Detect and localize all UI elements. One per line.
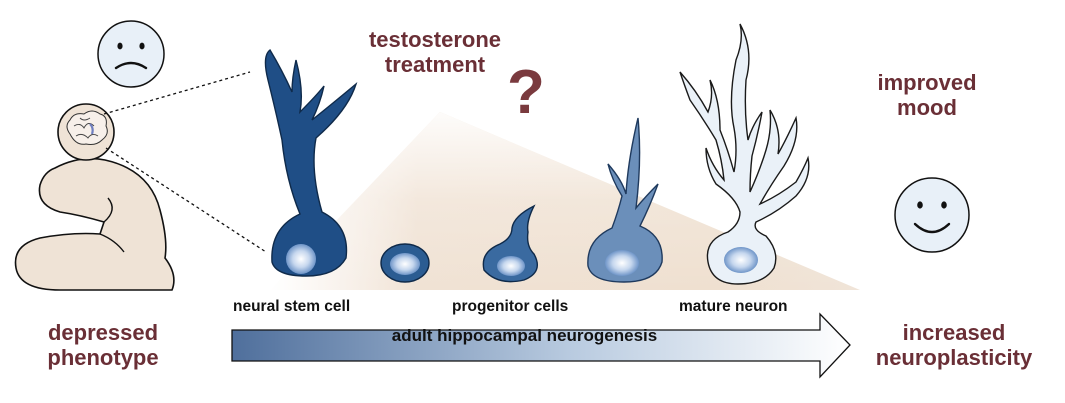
happy-face-icon <box>894 177 970 253</box>
improved-mood-line-2: mood <box>897 95 957 121</box>
neural-stem-cell-label: neural stem cell <box>233 298 351 315</box>
arrow-label: adult hippocampal neurogenesis <box>391 326 658 345</box>
question-mark: ? <box>507 58 545 127</box>
mature-neuron <box>679 23 810 285</box>
zoom-lines <box>103 71 267 253</box>
increased-line-2: neuroplasticity <box>875 345 1033 371</box>
progenitor-cell-round <box>380 243 430 283</box>
depressed-line-1: depressed <box>47 320 159 345</box>
improved-mood-line-1: improved <box>877 70 977 95</box>
sad-face-icon <box>97 20 165 88</box>
depressed-phenotype-label: depressed phenotype <box>28 320 178 371</box>
progenitor-cell-process <box>482 204 538 283</box>
neurogenesis-arrow <box>231 312 851 379</box>
increased-neuroplasticity-label: increased neuroplasticity <box>868 320 1040 371</box>
progenitor-cells-label: progenitor cells <box>452 298 569 315</box>
increased-line-1: increased <box>902 320 1006 345</box>
brain-icon <box>57 103 115 161</box>
person-silhouette <box>14 157 175 291</box>
depressed-line-2: phenotype <box>47 345 159 371</box>
improved-mood-label: improved mood <box>872 70 982 121</box>
testosterone-line-1: testosterone <box>368 27 502 52</box>
neural-stem-cell <box>264 48 358 277</box>
progenitor-cell-branching <box>587 117 663 283</box>
mature-neuron-label: mature neuron <box>679 298 788 315</box>
testosterone-treatment-label: testosterone treatment <box>360 27 510 78</box>
testosterone-line-2: treatment <box>384 52 486 78</box>
